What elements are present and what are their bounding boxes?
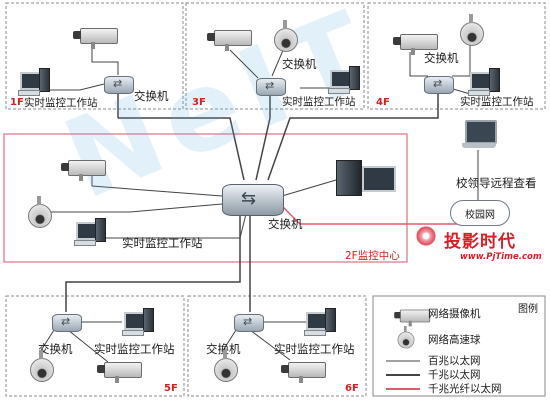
workstation-icon [18,68,50,96]
switch-icon [52,314,82,332]
switch-icon [424,76,454,94]
floor-4f-frame [367,2,546,110]
switch-icon [256,78,286,96]
legend-item-100m: 百兆以太网 [428,355,481,367]
legend-item-dome: 网络高速球 [428,334,481,346]
speed-dome-icon [397,326,415,349]
floor-label-6f: 6F [345,383,359,394]
floor-3f-frame [185,2,365,110]
switch-label: 交换机 [38,342,73,356]
switch-icon [234,314,264,332]
legend-item-fiber: 千兆光纤以太网 [428,383,502,395]
network-camera-icon [73,28,118,49]
legend-item-1000m: 千兆以太网 [428,369,481,381]
workstation-icon [122,308,154,336]
switch-label: 交换机 [424,51,459,65]
floor-label-4f: 4F [376,97,390,108]
speed-dome-icon [460,14,484,46]
floor-5f-frame [5,295,185,397]
network-camera-icon [393,34,438,55]
switch-icon [104,76,134,94]
speed-dome-icon [214,350,238,382]
floor-label-1f: 1F [10,97,24,108]
legend-title: 图例 [518,304,538,315]
laptop-icon [462,120,497,148]
floor-label-3f: 3F [192,97,206,108]
remote-view-label: 校领导远程查看 [456,176,537,190]
logo-light-icon [416,226,436,246]
campus-network-cloud: 校园网 [450,200,510,226]
workstation-label: 实时监控工作站 [122,236,203,250]
floor-label-5f: 5F [164,383,178,394]
legend-frame [372,295,546,397]
logo-brand: 投影时代 [444,232,516,252]
workstation-icon [304,308,336,336]
workstation-label: 实时监控工作站 [24,97,98,109]
switch-label: 交换机 [282,57,317,71]
monitoring-center-frame [3,133,408,263]
workstation-label: 实时监控工作站 [94,342,175,356]
speed-dome-icon [28,196,52,228]
server-icon [336,160,362,196]
network-camera-icon [207,30,252,51]
network-camera-icon [394,309,431,327]
network-camera-icon [97,362,142,383]
workstation-label: 实时监控工作站 [282,96,356,108]
speed-dome-icon [274,20,298,52]
core-switch-label: 交换机 [268,217,303,231]
network-camera-icon [61,160,106,181]
legend-item-camera: 网络摄像机 [428,308,481,320]
workstation-label: 实时监控工作站 [274,342,355,356]
speed-dome-icon [30,350,54,382]
network-camera-icon [281,362,326,383]
workstation-label: 实时监控工作站 [460,96,534,108]
floor-1f-frame [5,2,184,110]
monitor-icon [362,166,396,192]
monitoring-center-label: 2F监控中心 [345,250,400,262]
logo-url: www.PjTime.com [460,252,542,262]
switch-label: 交换机 [134,89,169,103]
floor-6f-frame [187,295,367,397]
switch-label: 交换机 [206,342,241,356]
workstation-icon [468,68,500,96]
workstation-icon [328,66,360,94]
campus-network-label: 校园网 [465,210,495,221]
workstation-icon [74,218,106,246]
core-switch-icon [222,184,284,216]
